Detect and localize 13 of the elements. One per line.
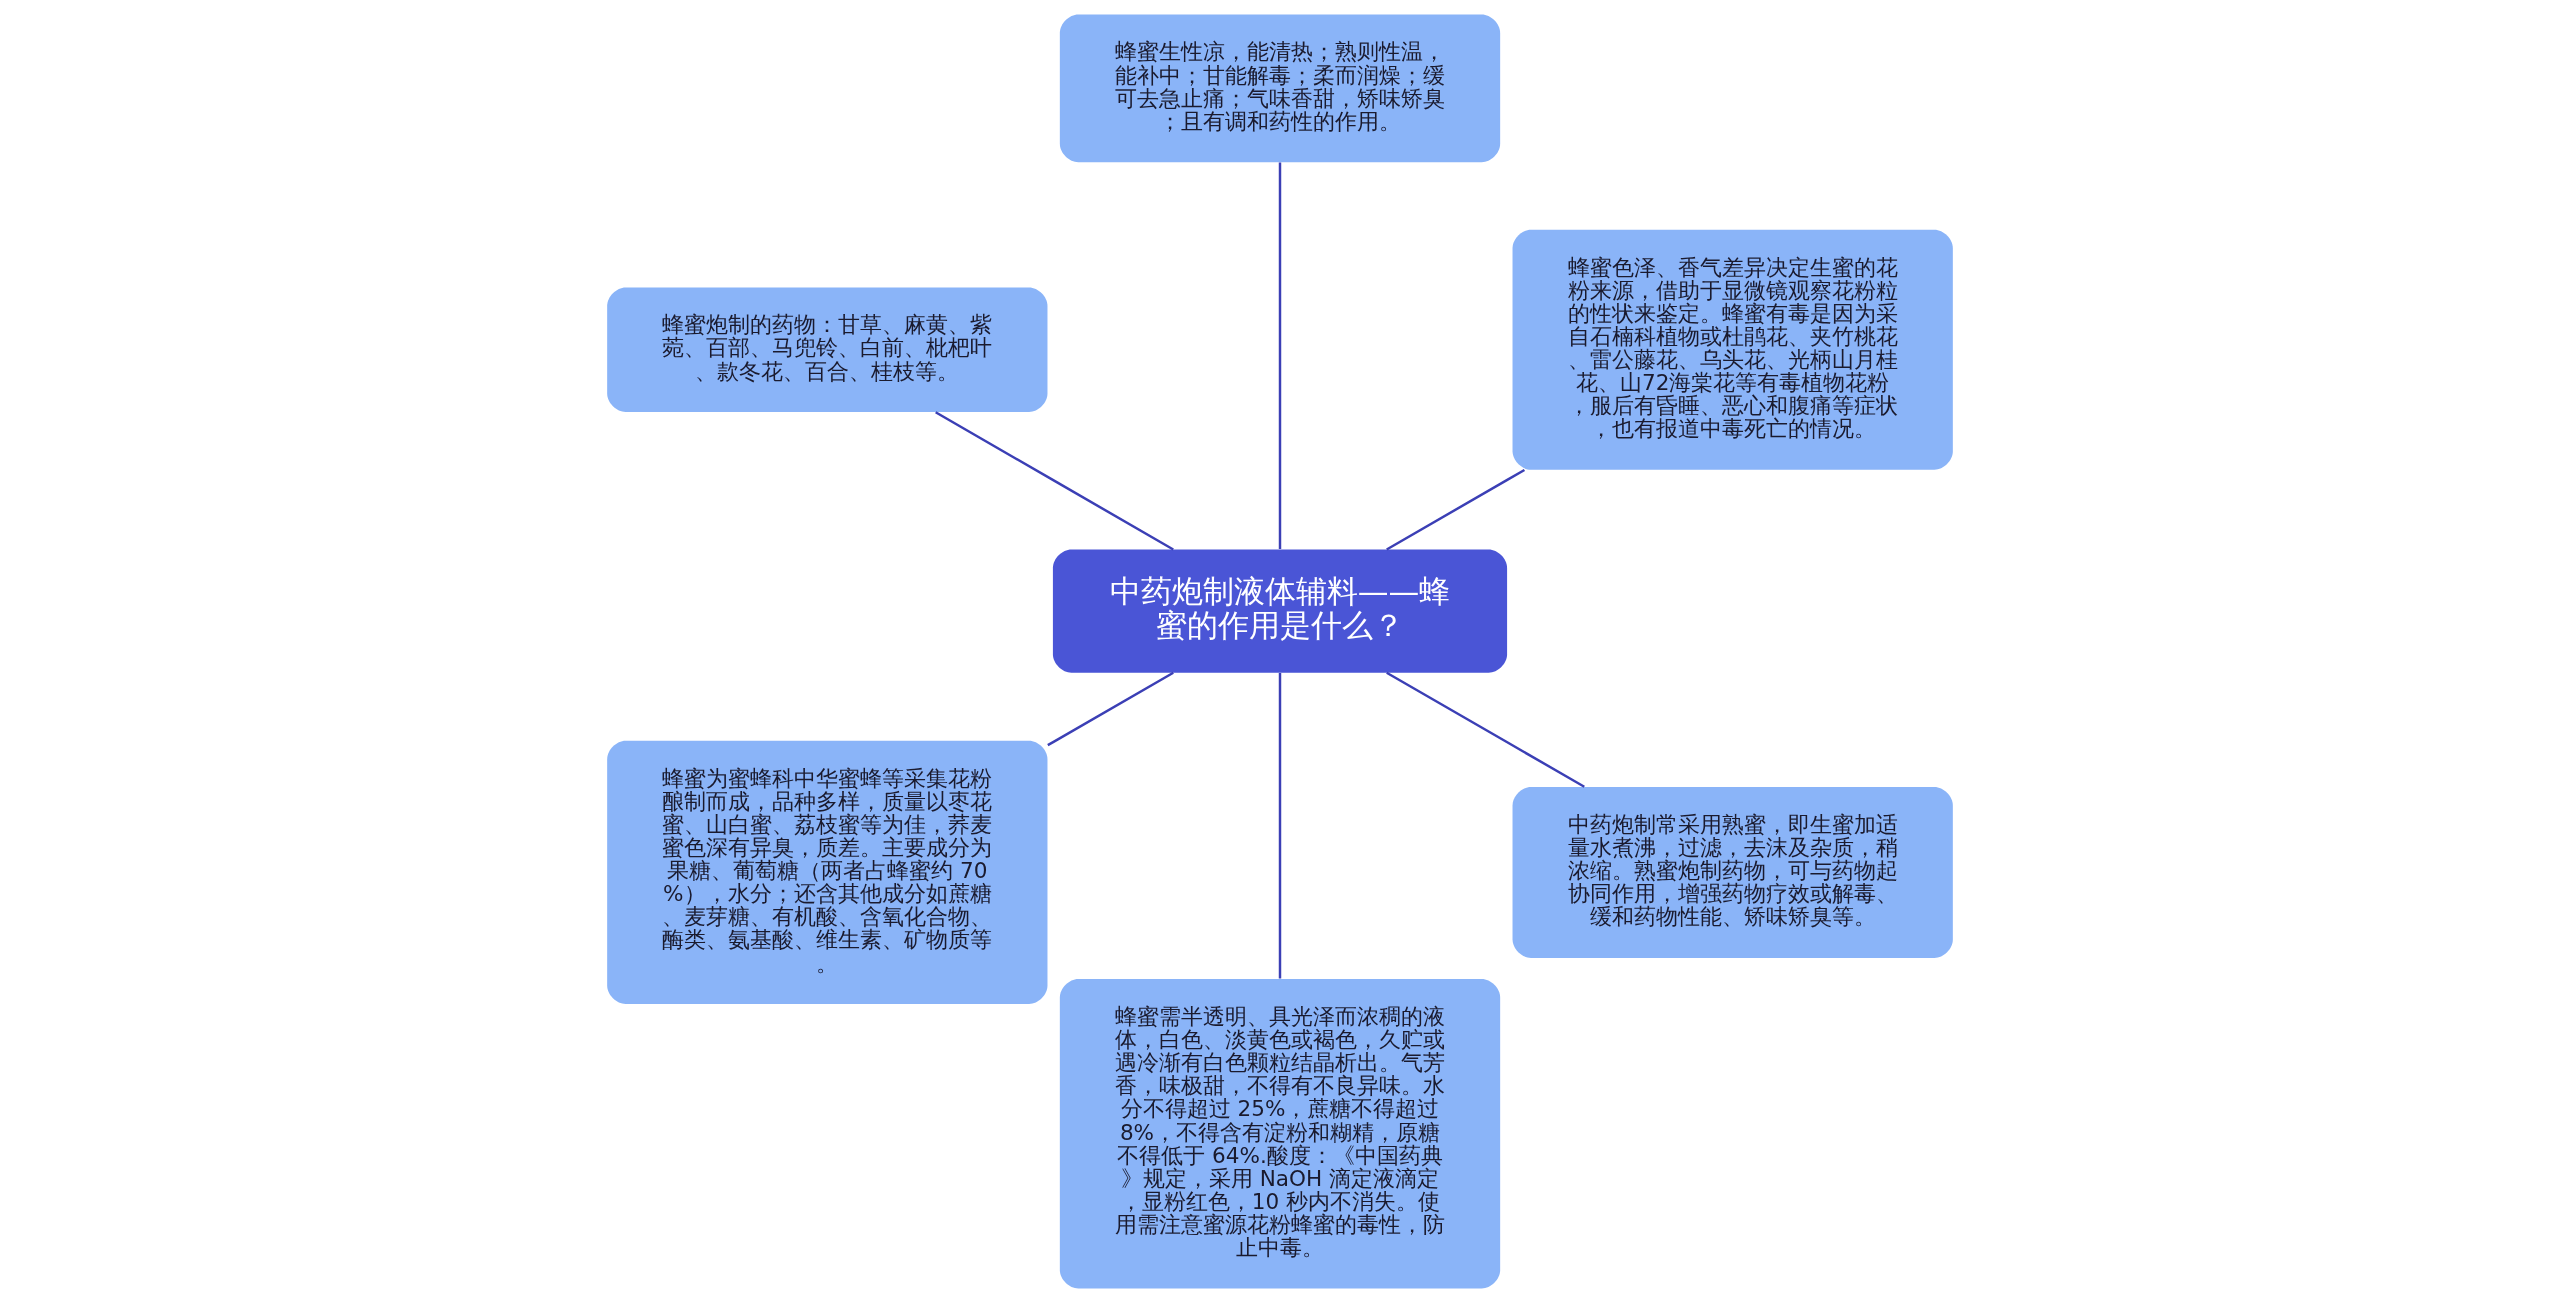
connector: [1386, 468, 1526, 551]
connector: [1386, 671, 1585, 788]
node-box: 中药炮制常采用熟蜜，即生蜜加适量水煮沸，过滤，去沫及杂质，稍浓缩。熟蜜炮制药物，可与药物起协同作用，增强药物疗效或解毒、缓和药物性能、矫味矫臭等。: [1512, 787, 1953, 958]
node-box: 蜂蜜为蜜蜂科中华蜜蜂等采集花粉酿制而成，品种多样，质量以枣花蜜、山白蜜、荔枝蜜等为佳，荞麦蜜色深有异臭，质差。主要成分为果糖、葡萄糖（两者占蜂蜜约 70%），水分；还含其他成分如蔗糖、麦芽糖、有机酸、含氧化合物、酶类、氨基酸、维生素、矿物质等。: [607, 740, 1048, 1005]
connector: [1278, 673, 1282, 979]
connector: [1278, 162, 1282, 550]
node-box: 蜂蜜炮制的药物：甘草、麻黄、紫菀、百部、马兜铃、白前、枇杷叶、款冬花、百合、桂枝等。: [607, 287, 1048, 413]
node-box: 蜂蜜生性凉，能清热；熟则性温，能补中；甘能解毒；柔而润燥；缓可去急止痛；气味香甜，矫味矫臭；且有调和药性的作用。: [1059, 14, 1501, 163]
connector: [1047, 671, 1174, 747]
connector: [935, 411, 1174, 551]
node-box: 蜂蜜色泽、香气差异决定生蜜的花粉来源，借助于显微镜观察花粉粒的性状来鉴定。蜂蜜有毒是因为采自石楠科植物或杜鹃花、夹竹桃花、雷公藤花、乌头花、光柄山月桂花、山72海棠花等有毒植物花粉，服后有昏睡、恶心和腹痛等症状，也有报道中毒死亡的情况。: [1512, 229, 1953, 470]
node-box: 蜂蜜需半透明、具光泽而浓稠的液体，白色、淡黄色或褐色，久贮或遇冷渐有白色颗粒结晶析出。气芳香，味极甜，不得有不良异味。水分不得超过 25%，蔗糖不得超过 8%，不得含有淀粉和糊精，原糖不得低于 64%.酸度：《中国药典》规定，采用 NaOH 滴定液滴定，显粉红色，10 秒内不消失。使用需注意蜜源花粉蜂蜜的毒性，防止中毒。: [1059, 979, 1501, 1289]
node-box: 中药炮制液体辅料——蜂蜜的作用是什么？: [1052, 549, 1508, 673]
